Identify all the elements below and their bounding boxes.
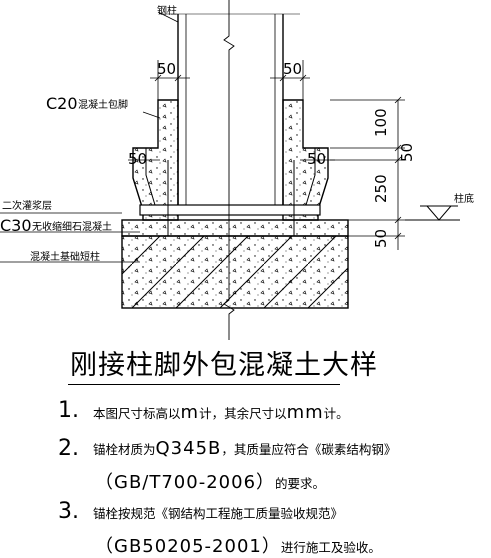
note-text: 的要求。 <box>275 476 326 491</box>
note-text: （GB/T700-2006） <box>95 472 276 493</box>
label-c20-desc: 混凝土包脚 <box>78 98 128 111</box>
label-steel-column: 钢柱 <box>157 4 177 17</box>
dimension-lines <box>128 60 405 250</box>
leader-lines <box>0 11 179 263</box>
note-text: 计，其余尺寸以 <box>199 406 287 421</box>
note-line: 本图尺寸标高以m计，其余尺寸以mm计。 <box>93 402 349 423</box>
note-text: 进行施工及验收。 <box>280 540 381 555</box>
label-c30-desc: 无收缩细石混凝土 <box>32 220 112 233</box>
dim-v50-bottom: 50 <box>372 229 390 248</box>
note-number: 1. <box>58 398 79 423</box>
foundation-block <box>121 235 349 309</box>
note-text: mm <box>286 402 324 423</box>
note-text: ，其质量应符合《碳素结构钢》 <box>221 442 397 457</box>
dim-top-left: 50 <box>157 60 176 78</box>
centerline <box>223 0 235 340</box>
dim-mid-left: 50 <box>128 150 147 168</box>
elevation-marker <box>405 205 460 221</box>
title-underline <box>68 384 340 385</box>
dim-top-right: 50 <box>283 60 302 78</box>
note-line: （GB/T700-2006）的要求。 <box>95 468 325 494</box>
label-c20: C20 <box>46 94 78 113</box>
note-number: 2. <box>58 436 79 461</box>
note-text: 锚栓按规范《钢结构工程施工质量验收规范》 <box>93 506 344 521</box>
note-line: 锚栓按规范《钢结构工程施工质量验收规范》 <box>93 503 343 522</box>
base-plate <box>139 204 321 216</box>
note-text: （GB50205-2001） <box>95 536 281 557</box>
label-c30: C30 <box>0 216 32 235</box>
dim-mid-right: 50 <box>307 150 326 168</box>
grout-layer <box>121 219 349 237</box>
note-text: 锚栓材质为 <box>93 442 156 457</box>
label-foundation: 混凝土基础短柱 <box>30 250 100 263</box>
note-line: 锚栓材质为Q345B，其质量应符合《碳素结构钢》 <box>93 438 396 459</box>
note-text: 本图尺寸标高以 <box>93 406 181 421</box>
dim-v50-top: 50 <box>398 143 416 162</box>
drawing-title: 刚接柱脚外包混凝土大样 <box>70 350 378 381</box>
label-column-base: 柱底 <box>454 192 474 205</box>
note-line: （GB50205-2001）进行施工及验收。 <box>95 532 381 558</box>
note-number: 3. <box>58 499 79 524</box>
note-text: 计。 <box>323 406 349 421</box>
anchor-bolts <box>167 160 295 236</box>
note-text: Q345B <box>155 438 222 459</box>
note-text: m <box>180 402 200 423</box>
dim-v100: 100 <box>372 108 390 137</box>
steel-column <box>160 13 300 205</box>
concrete-encasement <box>132 99 329 221</box>
label-secondary-grout: 二次灌浆层 <box>2 199 52 212</box>
column-base-detail-drawing: 钢柱 C20 混凝土包脚 二次灌浆层 C30 无收缩细石混凝土 混凝土基础短柱 … <box>0 0 474 340</box>
dim-v250: 250 <box>372 174 390 203</box>
